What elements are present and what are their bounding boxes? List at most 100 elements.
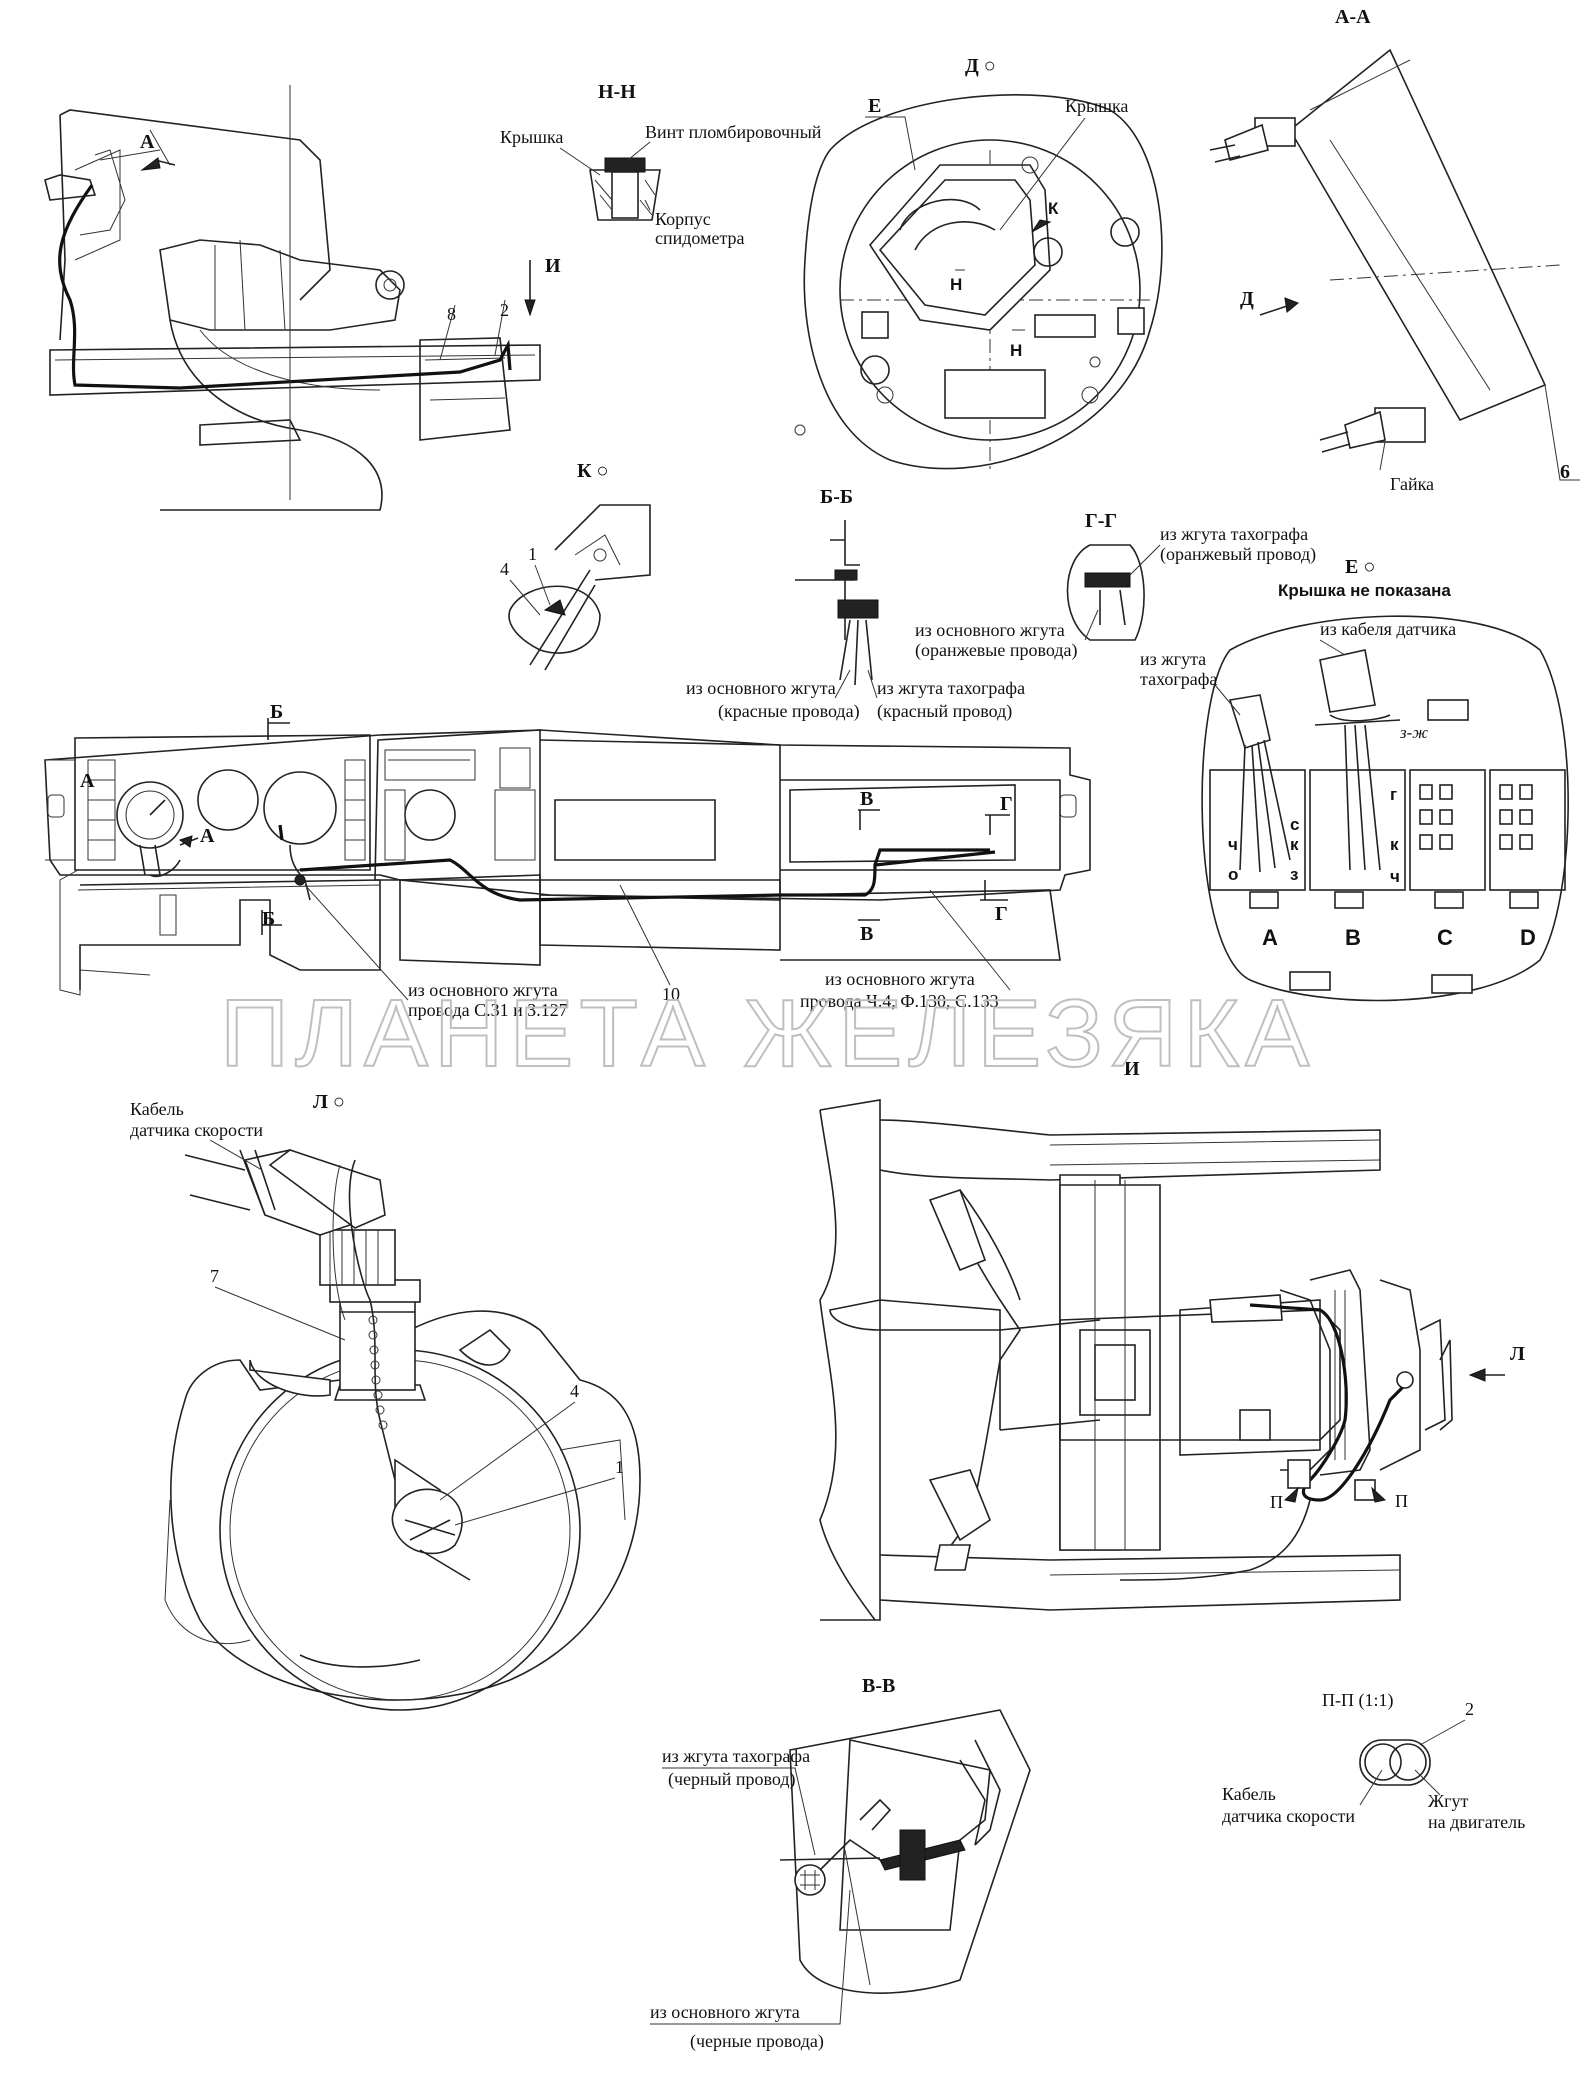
gg-l1: из жгута тахографа xyxy=(1160,524,1308,544)
k-title: К ○ xyxy=(577,460,609,482)
vv-title: В-В xyxy=(862,1675,895,1697)
e-c: с xyxy=(1290,815,1299,834)
vv-l3: из основного жгута xyxy=(650,2002,800,2022)
gg-l2: (оранжевый провод) xyxy=(1160,544,1316,565)
section-gg: Г-Г из жгута тахографа (оранжевый провод… xyxy=(915,510,1316,661)
d-title: Д ○ xyxy=(965,55,996,77)
e-col-d: D xyxy=(1520,925,1536,950)
e-ch2: ч xyxy=(1390,867,1400,886)
watermark: ПЛАНЕТА ЖЕЛЕЗЯКА xyxy=(220,980,1315,1087)
view-i: И Л П П xyxy=(819,1058,1525,1621)
main-pos-2: 2 xyxy=(500,300,509,320)
e-col-a: A xyxy=(1262,925,1278,950)
aa-title: А-А xyxy=(1335,6,1371,28)
l-cable-1: Кабель xyxy=(130,1099,184,1119)
pp-harness-1: Жгут xyxy=(1428,1791,1469,1811)
instrument-panel: Б Б В В Г Г А А 10 из основного жгута пр… xyxy=(44,701,1091,1020)
panel-r2: провода Ч.4, Ф.130, С.133 xyxy=(800,991,999,1011)
nn-korpus-1: Корпус xyxy=(655,209,711,229)
pp-cable-1: Кабель xyxy=(1222,1784,1276,1804)
e-note: Крышка не показана xyxy=(1278,581,1451,600)
panel-v-top: В xyxy=(860,788,873,810)
vv-l1: из жгута тахографа xyxy=(662,1746,810,1766)
bb-l1: из основного жгута xyxy=(686,678,836,698)
section-bb: Б-Б из основного жгута (красные провода)… xyxy=(686,486,1025,722)
pp-pos-2: 2 xyxy=(1465,1699,1474,1719)
e-tacho-2: тахографа xyxy=(1140,669,1217,689)
d-label-e: Е xyxy=(868,95,881,117)
e-o: о xyxy=(1228,865,1238,884)
aa-gaika: Гайка xyxy=(1390,474,1434,494)
e-z: з xyxy=(1290,865,1298,884)
panel-r1: из основного жгута xyxy=(825,969,975,989)
panel-g-top: Г xyxy=(1000,793,1013,815)
bb-l3: из жгута тахографа xyxy=(877,678,1025,698)
i-title: И xyxy=(1124,1058,1140,1080)
e-k1: к xyxy=(1290,835,1299,854)
aa-pos-6: 6 xyxy=(1560,461,1570,483)
e-cable: из кабеля датчика xyxy=(1320,619,1456,639)
gg-l3: из основного жгута xyxy=(915,620,1065,640)
bb-title: Б-Б xyxy=(820,486,853,508)
section-pp: П-П (1:1) 2 Кабель датчика скорости Жгут… xyxy=(1222,1690,1525,1832)
e-k2: к xyxy=(1390,835,1399,854)
k-pos-1: 1 xyxy=(528,544,537,564)
panel-b-bot: Б xyxy=(262,908,275,930)
pp-title: П-П (1:1) xyxy=(1322,1690,1393,1711)
vv-l4: (черные провода) xyxy=(690,2031,824,2052)
k-pos-4: 4 xyxy=(500,559,509,579)
e-ch1: ч xyxy=(1228,835,1238,854)
panel-l1: из основного жгута xyxy=(408,980,558,1000)
aa-label-d: Д xyxy=(1240,288,1254,310)
main-pos-8: 8 xyxy=(447,304,456,324)
bb-l2: (красные провода) xyxy=(718,701,860,722)
section-aa: А-А Д Гайка 6 xyxy=(1209,6,1580,494)
pp-harness-2: на двигатель xyxy=(1428,1812,1525,1832)
l-pos-7: 7 xyxy=(210,1266,219,1286)
nn-kryshka: Крышка xyxy=(500,127,563,147)
main-label-i: И xyxy=(545,255,561,277)
panel-label-a2: А xyxy=(200,825,215,847)
view-k: К ○ 1 4 xyxy=(500,460,651,671)
nn-vint: Винт пломбировочный xyxy=(645,122,822,142)
e-zzh: з-ж xyxy=(1399,723,1428,742)
d-kryshka: Крышка xyxy=(1065,96,1128,116)
l-title: Л ○ xyxy=(313,1091,345,1113)
main-label-a: А xyxy=(140,131,155,153)
e-g: г xyxy=(1390,785,1397,804)
i-label-l: Л xyxy=(1510,1343,1525,1365)
panel-pos-10: 10 xyxy=(662,984,680,1004)
nn-korpus-2: спидометра xyxy=(655,228,745,248)
gg-l4: (оранжевые провода) xyxy=(915,640,1078,661)
e-col-b: B xyxy=(1345,925,1361,950)
vv-l2: (черный провод) xyxy=(668,1769,796,1790)
e-tacho-1: из жгута xyxy=(1140,649,1206,669)
bb-l4: (красный провод) xyxy=(877,701,1012,722)
panel-b-top: Б xyxy=(270,701,283,723)
d-label-n2: Н xyxy=(1010,341,1022,360)
i-label-p1: П xyxy=(1270,1492,1283,1512)
panel-label-a1: А xyxy=(80,770,95,792)
section-vv: В-В из жгута тахографа (черный провод) и… xyxy=(650,1675,1031,2052)
section-nn: Н-Н Крышка Винт пломбировочный Корпус сп… xyxy=(500,81,822,248)
panel-g-bot: Г xyxy=(995,903,1008,925)
gg-title: Г-Г xyxy=(1085,510,1117,532)
d-label-n1: Н xyxy=(950,275,962,294)
d-label-k: К xyxy=(1048,199,1059,218)
nn-title: Н-Н xyxy=(598,81,636,103)
main-side-view: А И 8 2 xyxy=(44,85,561,511)
view-l: Л ○ Кабель датчика скорости 7 4 xyxy=(130,1091,641,1711)
l-cable-2: датчика скорости xyxy=(130,1120,263,1140)
l-pos-4: 4 xyxy=(570,1381,579,1401)
pp-cable-2: датчика скорости xyxy=(1222,1806,1355,1826)
view-e: Е ○ Крышка не показана из кабеля датчика xyxy=(1140,556,1569,1002)
panel-l2: провода С.31 и З.127 xyxy=(408,1000,568,1020)
e-title: Е ○ xyxy=(1345,556,1375,578)
l-pos-1: 1 xyxy=(615,1457,624,1477)
e-col-c: C xyxy=(1437,925,1453,950)
panel-v-bot: В xyxy=(860,923,873,945)
view-d: Д ○ Е Крышка К Н Н xyxy=(794,55,1163,470)
i-label-p2: П xyxy=(1395,1491,1408,1511)
